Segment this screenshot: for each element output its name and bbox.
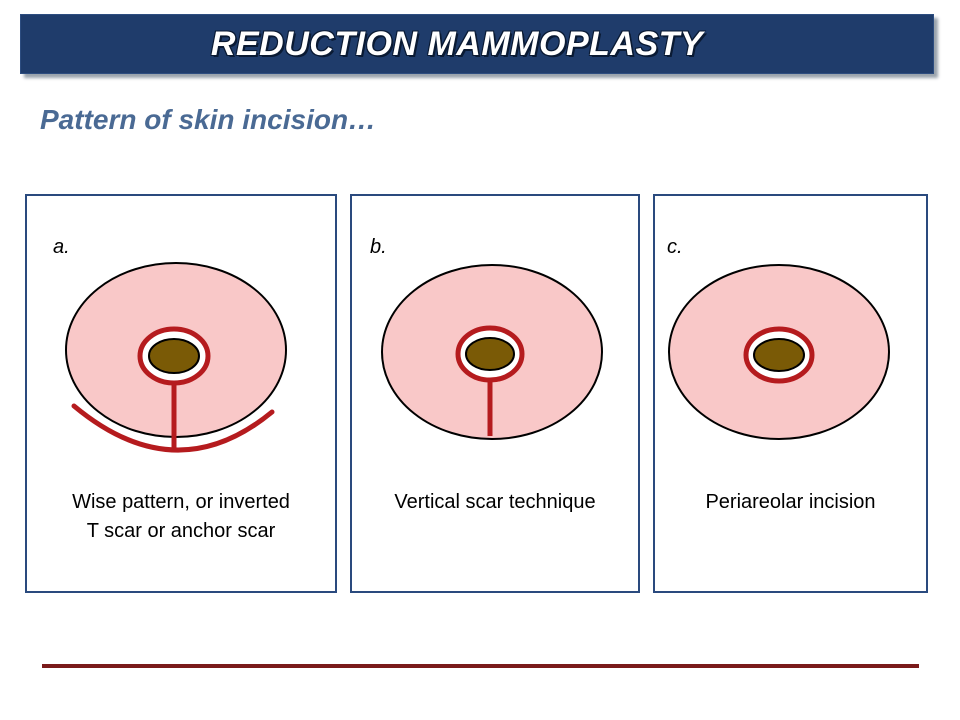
caption-b: Vertical scar technique [352,488,638,517]
wise-pattern-illustration [65,262,287,453]
caption-b-line1: Vertical scar technique [394,491,596,513]
areola [753,338,805,372]
slide-subtitle: Pattern of skin incision… [40,104,377,135]
vertical-scar-illustration [381,264,603,440]
caption-c-line1: Periareolar incision [705,491,876,513]
panel-vertical-scar: b. Vertical scar technique [350,194,640,593]
caption-a-line2: T scar or anchor scar [86,520,276,542]
panel-wise-pattern: a. Wise pattern, or inverted T scar or a… [25,194,337,593]
caption-a: Wise pattern, or inverted T scar or anch… [27,488,335,546]
panel-letter-b: b. [370,236,387,258]
title-bar: REDUCTION MAMMOPLASTY [20,14,934,74]
areola [148,338,200,374]
areola [465,337,515,371]
caption-a-line1: Wise pattern, or inverted [72,491,290,513]
panel-letter-a: a. [53,236,70,258]
caption-c: Periareolar incision [655,488,926,517]
slide-title: REDUCTION MAMMOPLASTY [210,24,704,63]
periareolar-illustration [668,264,890,440]
panel-letter-c: c. [667,236,683,258]
bottom-divider [42,664,919,668]
panel-periareolar: c. Periareolar incision [653,194,928,593]
